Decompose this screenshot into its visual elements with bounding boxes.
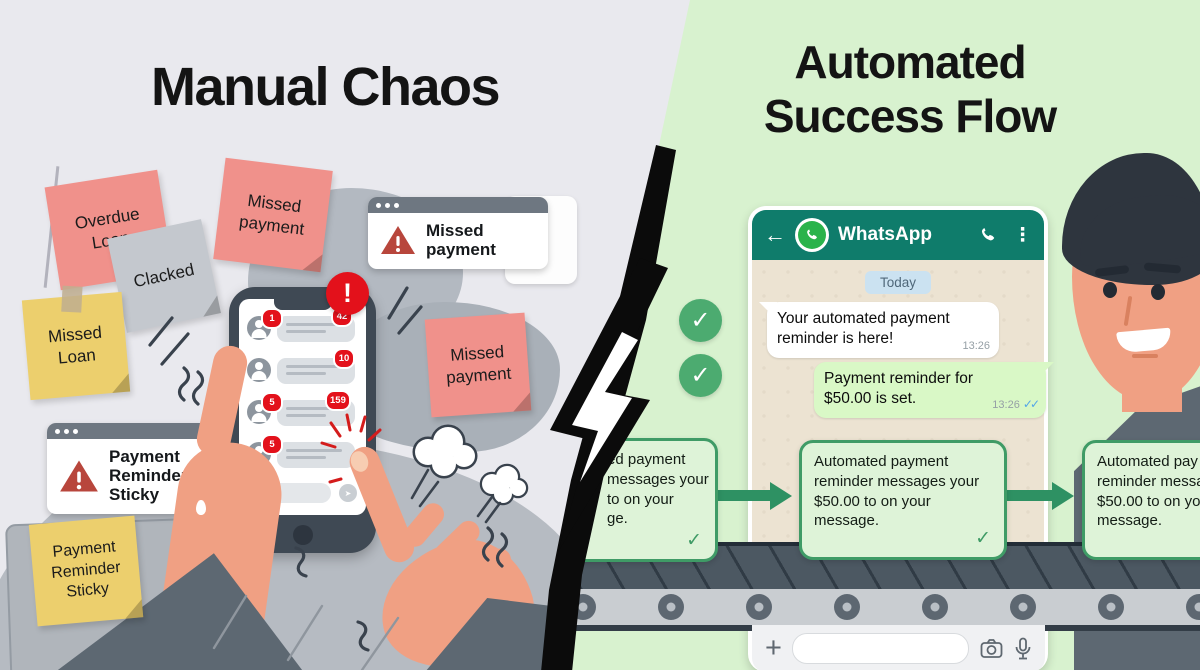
incoming-message-bubble: Your automated payment reminder is here!… [759,302,999,358]
camera-icon[interactable] [979,638,1004,660]
roller-icon [922,594,948,620]
sticky-note-missed-payment-2: Missed payment [424,312,532,418]
alert-titlebar [47,423,239,439]
roller-icon [658,594,684,620]
app-title: WhatsApp [838,224,932,245]
whatsapp-logo-icon [795,218,829,252]
sticky-note-missed-loan: Missed Loan [21,285,131,401]
whatsapp-header: ← WhatsApp ⋮ [752,210,1044,260]
flow-arrow [714,490,770,501]
check-circle-icon: ✓ [679,354,722,397]
notification-badge: 5 [261,434,283,455]
roller-icon [1098,594,1124,620]
chat-row[interactable] [277,442,355,468]
warning-icon [381,226,415,255]
sticky-note-payment-reminder: Payment Reminder Sticky [28,515,144,627]
flow-card-2: Automated payment reminder messages your… [799,440,1007,560]
alert-text: Missed payment [426,221,496,260]
roller-icon [1186,594,1200,620]
checkmark-icon: ✓ [975,527,991,549]
date-chip: Today [865,271,931,294]
home-button[interactable] [292,525,313,545]
double-check-icon: ✓✓ [1022,397,1040,412]
flow-arrow-head [1052,482,1074,510]
flow-arrow-head [770,482,792,510]
plus-icon[interactable]: + [765,632,782,664]
right-title-line2: Success Flow [763,90,1057,142]
chat-row[interactable] [277,316,355,342]
notification-badge: 5 [261,392,283,413]
eye [1151,284,1165,300]
lip-line [1132,354,1158,358]
sticky-note-missed-payment: Missed payment [213,157,333,273]
roller-icon [834,594,860,620]
alert-badge: ! [326,272,369,315]
phone-notch [273,299,332,310]
eye [1103,282,1117,298]
alert-text: Payment Reminder Sticky [109,447,188,505]
tape-icon [61,285,83,313]
checkmark-icon: ✓ [686,529,702,551]
notification-badge: 159 [325,390,351,411]
mic-icon[interactable] [1014,637,1032,661]
flow-arrow [1002,490,1052,501]
alert-window-missed-payment: Missed payment [368,197,548,270]
warning-icon [60,459,98,492]
message-time: 13:26 [962,339,990,352]
sweat-drop-icon [196,500,206,515]
kebab-menu-icon[interactable]: ⋮ [1013,224,1032,246]
left-title: Manual Chaos [150,57,501,117]
alert-titlebar [368,197,548,213]
flow-card-3: Automated pay reminder messa $50.00 to o… [1082,440,1200,560]
roller-icon [570,594,596,620]
message-time: 13:26 ✓✓ [992,397,1040,412]
sticky-note-clacked: Clacked [107,219,221,333]
back-arrow-icon[interactable]: ← [764,222,786,247]
outgoing-message-bubble: Payment reminder for $50.00 is set. 13:2… [814,362,1054,418]
send-icon[interactable]: ➤ [339,484,357,502]
message-input[interactable] [791,633,969,664]
call-icon[interactable] [978,225,998,245]
check-circle-icon: ✓ [679,299,722,342]
roller-icon [746,594,772,620]
whatsapp-input-bar: + [752,625,1045,670]
right-title-line1: Automated [794,36,1026,88]
notification-badge: 1 [261,308,283,329]
roller-icon [1010,594,1036,620]
notification-badge: 10 [333,348,355,369]
person-avatar-icon [247,358,271,382]
